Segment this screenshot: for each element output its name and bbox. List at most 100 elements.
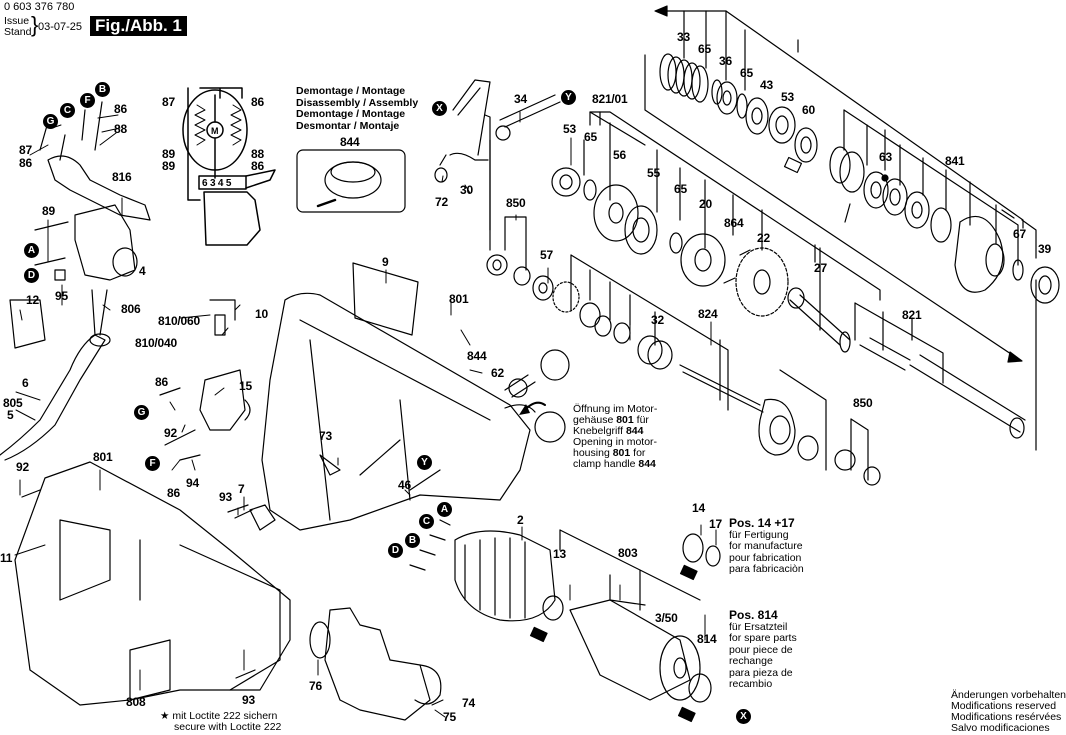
part-label: 10 [255,307,268,321]
wiring-label-86: 86 [251,95,264,109]
part-label: 13 [553,547,566,561]
part-label: 22 [757,231,770,245]
part-label: 75 [443,710,456,724]
opening-line-3: Knebelgriff 844 [573,426,657,437]
disassembly-line-es: Desmontar / Montaje [296,119,400,132]
part-label: 824 [698,307,718,321]
part-label: 810/040 [135,336,177,350]
part-ref: 844 [638,458,656,470]
part-label: 821/01 [592,92,628,106]
pos-14-17-title: Pos. 14 +17 [729,516,795,530]
part-label: 864 [724,216,744,230]
part-label: 60 [802,103,815,117]
loctite-note: ★ mit Loctite 222 sichern secure with Lo… [160,711,281,733]
part-label: 65 [584,130,597,144]
part-label: 801 [93,450,113,464]
pos-14-17-note: Pos. 14 +17 für Fertigung for manufactur… [729,516,804,576]
callout-f: F [145,456,160,471]
document-number: 0 603 376 780 [4,1,75,13]
modifications-note: Änderungen vorbehalten Modifications res… [951,690,1066,734]
brace-symbol: } [31,12,39,37]
part-label: 72 [435,195,448,209]
part-label: 30 [460,183,473,197]
part-ref: 801 [616,414,634,426]
part-label: 12 [26,293,39,307]
part-label: 821 [902,308,922,322]
opening-line-2: gehäuse 801 für [573,415,657,426]
opening-line-5: housing 801 for [573,448,657,459]
part-label: 4 [139,264,146,278]
part-label: 65 [698,42,711,56]
pos-814-line: für Ersatzteil [729,620,788,633]
pos-814-line: rechange [729,655,773,667]
part-label: 850 [853,396,873,410]
callout-d: D [24,268,39,283]
issue-label-en: Issue [4,15,30,27]
text: für [633,414,649,426]
text: mit Loctite 222 sichern [172,710,278,722]
callout-x: X [736,709,751,724]
part-label: 92 [16,460,29,474]
armature [542,529,721,703]
switch-assembly [34,101,151,281]
spring-33 [659,53,709,103]
part-label: 65 [740,66,753,80]
callout-x: X [432,101,447,116]
pos-14-17-line: pour fabrication [729,551,802,564]
part-label: 43 [760,78,773,92]
callout-b: B [405,533,420,548]
part-label: 808 [126,695,146,709]
pos-814-line: for spare parts [729,632,797,644]
callout-a: A [437,502,452,517]
part-label: 63 [879,150,892,164]
callout-d: D [388,543,403,558]
part-label: 3/50 [655,611,678,625]
part-label: 806 [121,302,141,316]
text: for [630,447,646,459]
wiring-label-87: 87 [162,95,175,109]
handle-housing [14,461,291,706]
loctite-line-2: secure with Loctite 222 [174,721,282,733]
callout-a: A [24,243,39,258]
part-label: 62 [491,366,504,380]
part-ref: 801 [612,447,631,459]
power-cable [0,289,111,461]
part-label: 20 [699,197,712,211]
callout-g: G [43,114,58,129]
part-label: 33 [677,30,690,44]
disassembly-inset [296,149,406,213]
bracket-821-01-top [644,5,1024,363]
part-label: 816 [112,170,132,184]
callout-b: B [95,82,110,97]
part-ref: 844 [625,425,644,437]
part-label: 93 [242,693,255,707]
gear-train-parts [551,167,851,353]
bracket-824 [570,254,881,486]
wiring-label-88: 88 [251,147,264,161]
chuck-parts [829,146,1060,304]
part-label: 86 [155,375,168,389]
part-label: 89 [42,204,55,218]
part-label: 74 [462,696,475,710]
part-label: 17 [709,517,722,531]
disassembly-part-number: 844 [340,135,360,149]
part-label: 55 [647,166,660,180]
part-label: 14 [692,501,705,515]
clamp-handle [434,79,561,231]
part-label: 86 [167,486,180,500]
bracket-821-spindle [854,279,1037,451]
leader-lines [14,111,717,718]
callout-c: C [419,514,434,529]
text: clamp handle [573,458,639,470]
part-label: 56 [613,148,626,162]
wiring-label-89: 89 [162,147,175,161]
issue-label-de: Stand [4,25,32,38]
opening-note: Öffnung im Motor- gehäuse 801 für Knebel… [573,404,657,470]
part-label: 88 [114,122,127,136]
pos-814-note: Pos. 814 für Ersatzteil for spare parts … [729,609,797,691]
callout-f: F [80,93,95,108]
part-label: 801 [449,292,469,306]
part-label: 11 [0,551,13,565]
part-label: 67 [1013,227,1026,241]
